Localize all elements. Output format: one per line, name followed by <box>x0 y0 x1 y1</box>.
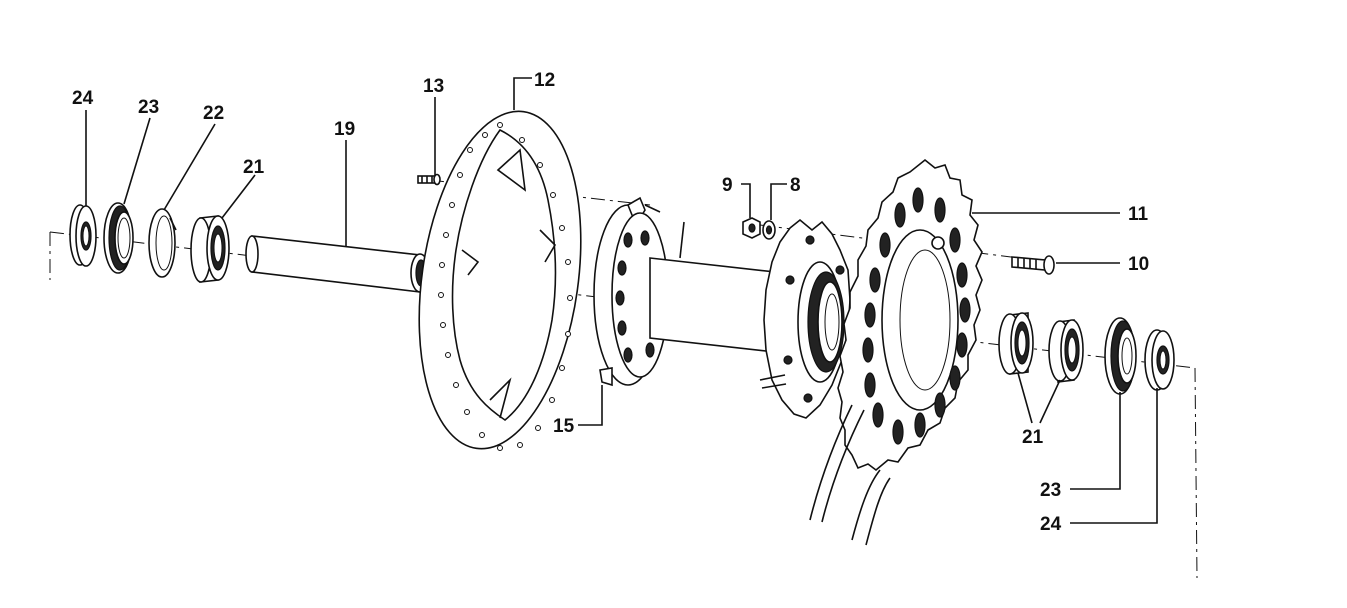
brake-disc-12 <box>418 110 582 451</box>
sprocket-carrier <box>759 218 851 419</box>
leader-lines <box>85 77 1158 524</box>
label-21-left: 21 <box>243 157 265 178</box>
seal-23-right <box>1104 317 1137 395</box>
disc-holes <box>438 122 573 451</box>
circlip-22 <box>148 208 177 278</box>
label-10: 10 <box>1128 254 1149 275</box>
spacer-24-left <box>69 204 97 267</box>
label-9: 9 <box>722 175 733 196</box>
chain-fragment <box>809 404 891 546</box>
label-24-right: 24 <box>1040 514 1062 535</box>
label-23-right: 23 <box>1040 480 1061 501</box>
hub-flange-holes <box>615 230 655 363</box>
spacer-24-right <box>1144 329 1175 391</box>
seal-23-left <box>103 202 134 274</box>
label-23-left: 23 <box>138 97 159 118</box>
sprocket-11 <box>837 158 983 472</box>
bearing-21-right-b <box>1048 319 1084 383</box>
part-labels: 24 23 22 21 19 13 12 9 8 11 10 15 21 23 … <box>72 70 1149 535</box>
bolt-10 <box>1011 255 1055 275</box>
spacer-tube-19 <box>245 235 430 293</box>
bearing-21-right-a <box>998 312 1034 375</box>
screw-13 <box>417 173 441 186</box>
label-12: 12 <box>534 70 555 91</box>
label-22: 22 <box>203 103 224 124</box>
washer-8 <box>762 220 776 240</box>
label-13: 13 <box>423 76 444 97</box>
label-15: 15 <box>553 416 575 437</box>
hub-body-15 <box>593 196 776 387</box>
bearing-21-left <box>190 215 230 283</box>
sprocket-windows <box>862 187 971 445</box>
label-11: 11 <box>1128 204 1149 225</box>
label-21-right: 21 <box>1022 427 1044 448</box>
label-19: 19 <box>334 119 355 140</box>
nut-9 <box>742 217 761 239</box>
label-24-left: 24 <box>72 88 94 109</box>
label-8: 8 <box>790 175 801 196</box>
